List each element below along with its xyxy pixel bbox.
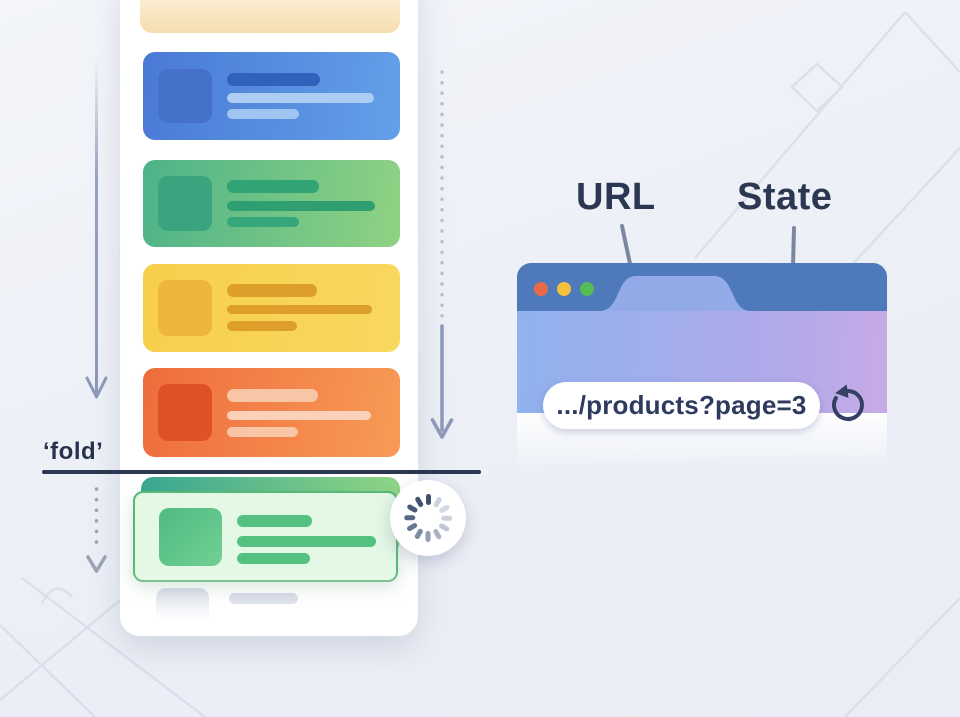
card-title-bar [227, 389, 318, 402]
card-text-bar [227, 217, 299, 227]
load-more-arrow [430, 70, 454, 439]
spinner-tick [414, 496, 424, 508]
card-text-bar [237, 553, 310, 564]
spinner-tick [426, 531, 431, 542]
address-url-text: .../products?page=3 [556, 390, 807, 420]
card-title-bar [227, 284, 317, 297]
spinner-tick [438, 522, 451, 532]
card-text-bar [227, 411, 371, 420]
card-text-bar [227, 201, 375, 211]
feed-card-blue [143, 52, 400, 140]
close-window-dot [534, 282, 548, 296]
reload-icon [832, 384, 864, 421]
spinner-tick [404, 515, 416, 521]
spinner-tick [432, 496, 443, 508]
browser-address-area: .../products?page=3 [517, 311, 887, 429]
spinner-tick [441, 515, 453, 521]
url-label: URL [576, 176, 656, 218]
scroll-down-arrow [85, 60, 108, 399]
spinner-tick [406, 522, 419, 532]
reload-button[interactable] [826, 383, 870, 427]
card-text-bar [227, 321, 297, 331]
maximize-window-dot [580, 282, 594, 296]
fold-line [42, 470, 481, 474]
panel-bottom-fade [120, 572, 418, 636]
card-text-bar [227, 305, 372, 314]
browser-window: .../products?page=3 [517, 263, 887, 469]
card-title-bar [237, 515, 312, 527]
minimize-window-dot [557, 282, 571, 296]
address-bar[interactable]: .../products?page=3 [543, 382, 820, 429]
spinner-tick [432, 528, 443, 540]
feed-card-cream [140, 0, 400, 33]
card-thumbnail [158, 176, 212, 231]
loading-spinner [390, 480, 466, 556]
feed-panel [120, 0, 418, 636]
diamond-shape [790, 62, 844, 113]
spinner-tick [406, 504, 419, 514]
feed-card-green [143, 160, 400, 247]
state-label: State [737, 176, 833, 218]
card-text-bar [227, 93, 374, 103]
feed-card-orange [143, 368, 400, 457]
card-title-bar [227, 180, 319, 193]
feed-card-skeleton [133, 491, 398, 582]
card-thumbnail [158, 69, 212, 123]
feed-card-yellow [143, 264, 400, 352]
browser-title-bar [517, 263, 887, 311]
spinner-tick [414, 528, 424, 540]
fold-label: ‘fold’ [43, 438, 104, 465]
below-fold-arrow [86, 487, 107, 573]
spinner-tick [438, 504, 451, 514]
card-thumbnail [158, 280, 212, 336]
card-text-bar [227, 109, 299, 119]
spinner-tick [426, 494, 431, 505]
card-thumbnail [159, 508, 222, 566]
card-thumbnail [158, 384, 212, 441]
browser-tab [601, 276, 751, 311]
card-text-bar [237, 536, 376, 547]
card-title-bar [227, 73, 320, 86]
card-text-bar [227, 427, 298, 437]
